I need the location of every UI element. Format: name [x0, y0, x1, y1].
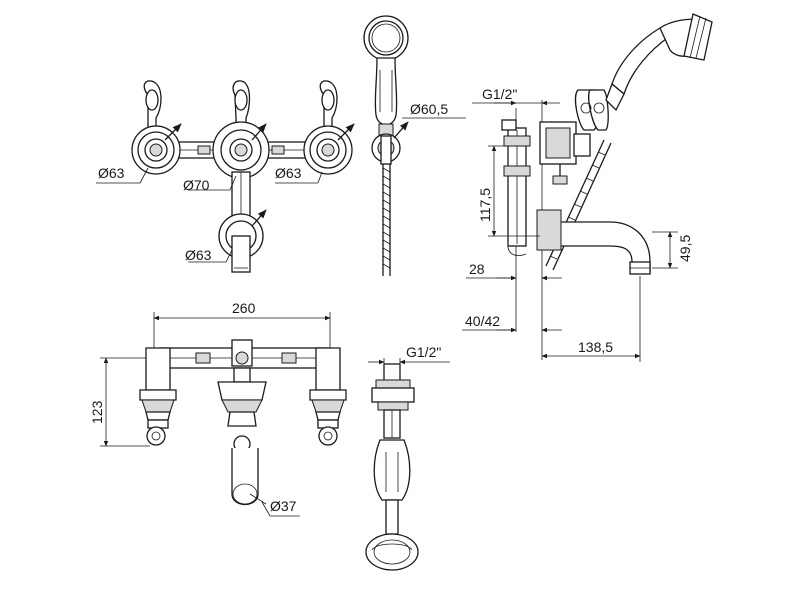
spout-flange: [218, 209, 267, 273]
handshower-view: Ø60,5: [363, 15, 466, 276]
dim-plan-centers-width: 260: [232, 300, 256, 316]
dim-side-wall-range: 40/42: [465, 313, 500, 329]
dim-spout-flange-diameter: Ø63: [185, 247, 212, 263]
dim-side-spout-height: 49,5: [677, 235, 693, 262]
right-valve: [303, 80, 355, 175]
dim-side-spout-projection: 138,5: [578, 339, 613, 355]
dim-plan-height: 123: [89, 400, 105, 424]
front-view: Ø63 Ø70 Ø63 Ø63: [96, 80, 355, 273]
left-valve: [131, 80, 182, 175]
holder-view: G1/2": [365, 344, 450, 571]
dim-left-handle-diameter: Ø63: [98, 165, 125, 181]
dim-head-diameter: Ø60,5: [410, 101, 448, 117]
dim-right-handle-diameter: Ø63: [275, 165, 302, 181]
dim-side-connection-thread: G1/2": [482, 86, 517, 102]
dim-center-body-diameter: Ø70: [183, 177, 210, 193]
plan-view: 260 123 Ø37: [89, 300, 347, 517]
center-valve: [212, 80, 270, 217]
dim-plan-spout-outlet-diameter: Ø37: [270, 498, 297, 514]
dim-side-wall-offset: 28: [469, 261, 485, 277]
dim-holder-connection-thread: G1/2": [406, 344, 441, 360]
side-view: G1/2" 117,5 28 49,5 40/42 138,5: [462, 13, 713, 362]
dim-side-height: 117,5: [477, 188, 493, 222]
